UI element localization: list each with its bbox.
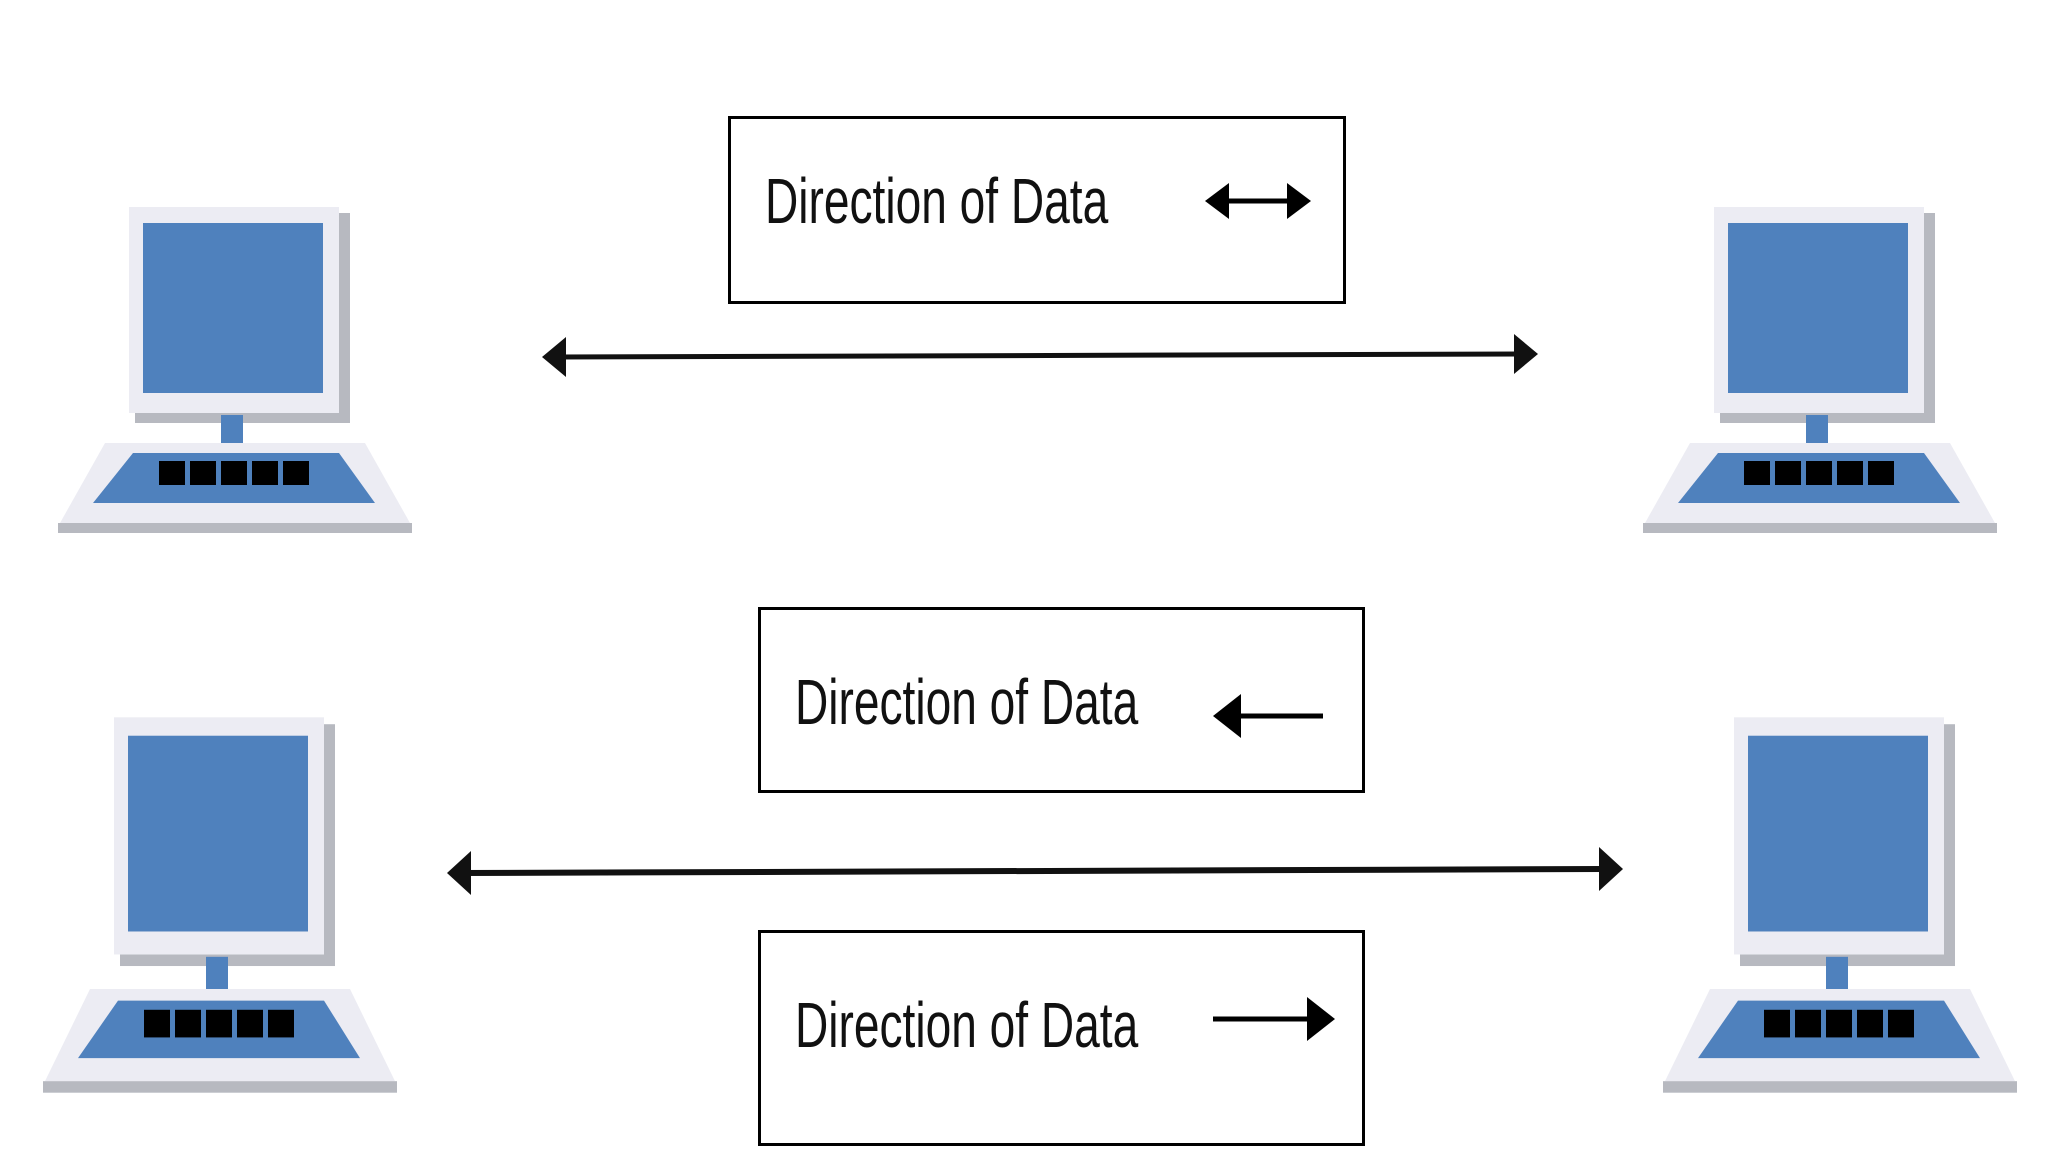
left-arrow-icon bbox=[1213, 694, 1323, 738]
computer-top-right bbox=[1643, 207, 1997, 533]
computer-bottom-left bbox=[43, 717, 397, 1093]
connection-line-top bbox=[542, 334, 1538, 377]
label-box-half-duplex-right: Direction of Data bbox=[758, 930, 1365, 1146]
right-arrow-icon bbox=[1213, 997, 1335, 1041]
label-text: Direction of Data bbox=[795, 989, 1139, 1061]
connection-line-bottom bbox=[447, 847, 1623, 895]
label-box-full-duplex: Direction of Data bbox=[728, 116, 1346, 304]
label-text: Direction of Data bbox=[795, 666, 1139, 738]
computer-top-left bbox=[58, 207, 412, 533]
label-box-half-duplex-left: Direction of Data bbox=[758, 607, 1365, 793]
label-text: Direction of Data bbox=[765, 165, 1109, 237]
double-arrow-icon bbox=[1205, 183, 1311, 219]
computer-bottom-right bbox=[1663, 717, 2017, 1093]
